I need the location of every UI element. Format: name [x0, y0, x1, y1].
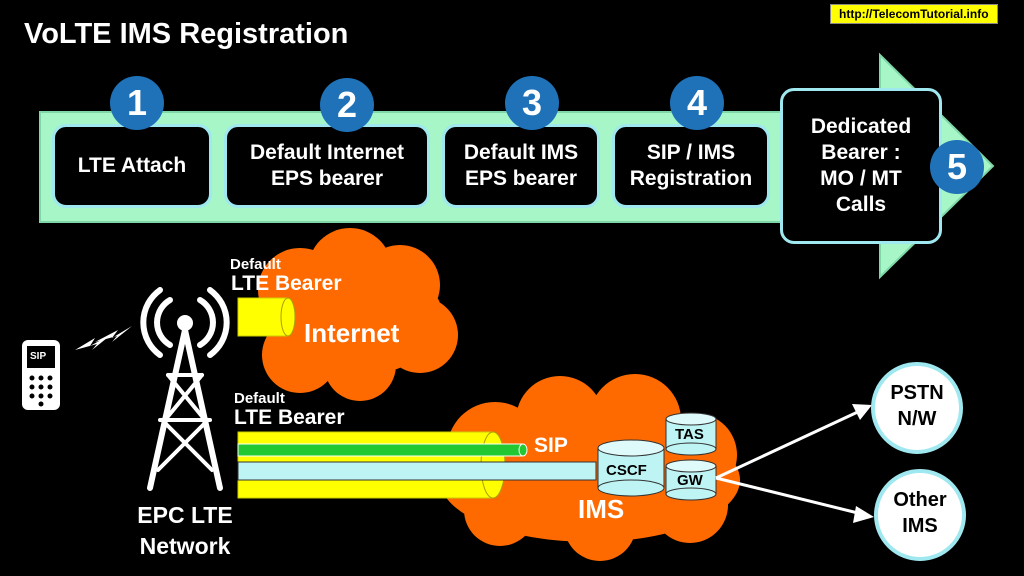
pstn-circle [871, 362, 963, 454]
step-number-1: 1 [110, 76, 164, 130]
cscf-label: CSCF [606, 462, 647, 479]
epc-network-label: EPC LTE Network [137, 502, 233, 560]
step-number-2: 2 [320, 78, 374, 132]
arrow-to-pstn [715, 408, 863, 480]
other-ims-circle [874, 469, 966, 561]
tas-cylinder [665, 412, 717, 456]
tas-label: TAS [675, 426, 704, 443]
ims-label: IMS [578, 494, 625, 524]
step-box-4: SIP / IMS Registration [612, 124, 770, 208]
bearer2-lte-label: LTE Bearer [234, 406, 345, 429]
other-ims-label: Other IMS [893, 489, 947, 537]
gw-label: GW [677, 472, 703, 489]
arrow-to-other-ims [715, 476, 863, 516]
cscf-cylinder [597, 439, 665, 497]
gw-cylinder [665, 459, 717, 501]
internet-label: Internet [304, 318, 400, 348]
bearer1-default-label: Default [230, 256, 281, 273]
step-number-3: 3 [505, 76, 559, 130]
antenna-tower [140, 287, 230, 491]
step-box-5: Dedicated Bearer : MO / MT Calls [780, 88, 942, 244]
source-url: http://TelecomTutorial.info [830, 4, 998, 24]
wireless-signal-icon [75, 326, 132, 350]
step-label-1: LTE Attach [77, 153, 187, 177]
sip-tube [237, 443, 524, 457]
step-box-1: LTE Attach [52, 124, 212, 208]
step-box-2: Default Internet EPS bearer [224, 124, 430, 208]
cscf-tube [237, 461, 597, 481]
step-label-3: Default IMS EPS bearer [463, 140, 579, 190]
step-number-4: 4 [670, 76, 724, 130]
step-number-5: 5 [930, 140, 984, 194]
step-label-2: Default Internet EPS bearer [249, 140, 404, 190]
pstn-label: PSTN N/W [890, 382, 944, 430]
step-box-3: Default IMS EPS bearer [442, 124, 600, 208]
sip-label: SIP [534, 434, 568, 457]
step-label-4: SIP / IMS Registration [629, 140, 753, 190]
step-label-5: Dedicated Bearer : MO / MT Calls [810, 114, 912, 217]
phone-icon [22, 340, 60, 410]
page-title: VoLTE IMS Registration [24, 18, 349, 50]
bearer1-lte-label: LTE Bearer [231, 272, 342, 295]
phone-sip-label: SIP [30, 351, 47, 362]
bearer2-default-label: Default [234, 390, 285, 407]
